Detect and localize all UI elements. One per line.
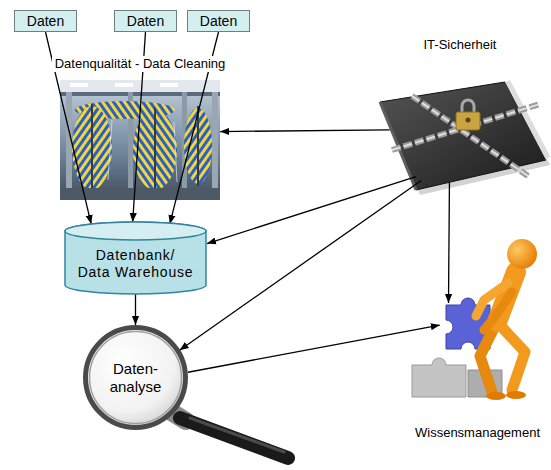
picture-caption: Wissensmanagement xyxy=(412,425,543,441)
locked-folder-picture xyxy=(380,82,546,190)
knowledge-puzzle-figure xyxy=(486,392,506,400)
locked-folder-picture xyxy=(412,96,528,176)
locked-folder-picture xyxy=(466,118,471,123)
picture-caption: IT-Sicherheit xyxy=(421,37,500,53)
car-wash-photo xyxy=(160,83,178,87)
magnifier-handle xyxy=(190,418,284,452)
cylinder-body xyxy=(65,222,206,294)
car-wash-photo xyxy=(70,83,88,87)
arrow-connector xyxy=(180,181,422,351)
database-cylinder: Datenbank/ Data Warehouse xyxy=(64,222,207,294)
locked-folder-picture xyxy=(392,104,540,150)
security-picture: IT-Sicherheit xyxy=(372,70,548,200)
arrow-connector xyxy=(207,177,416,244)
arrow-connector xyxy=(220,130,390,132)
magnifier-handle xyxy=(168,410,288,458)
locked-folder-picture xyxy=(412,96,528,176)
lens-inner-ring xyxy=(90,332,182,424)
car-wash-photo xyxy=(60,80,220,92)
car-wash-photo xyxy=(174,122,177,182)
box-label: Daten xyxy=(27,13,64,30)
car-wash-photo xyxy=(108,120,112,180)
lens-label: Daten- analyse xyxy=(107,360,165,396)
picture-caption: Datenqualität - Data Cleaning xyxy=(52,56,229,72)
data-source-box: Daten xyxy=(187,10,250,32)
car-wash-photo xyxy=(60,80,220,200)
lens-ring xyxy=(86,328,186,428)
locked-folder-picture xyxy=(456,112,480,130)
car-wash-photo xyxy=(91,104,93,192)
knowledge-picture: Wissensmanagement xyxy=(405,235,550,405)
knowledge-puzzle-figure xyxy=(484,292,512,330)
box-label: Daten xyxy=(200,13,237,30)
knowledge-puzzle-figure xyxy=(497,322,525,390)
car-wash-photo xyxy=(212,92,218,192)
knowledge-puzzle-figure xyxy=(412,358,466,397)
knowledge-puzzle-figure xyxy=(506,391,526,399)
knowledge-puzzle-figure xyxy=(507,239,537,269)
box-label: Daten xyxy=(127,13,164,30)
arrow-connector xyxy=(135,294,136,325)
locked-folder-picture xyxy=(392,104,540,150)
arrow-connector xyxy=(448,182,450,303)
locked-folder-picture xyxy=(505,80,550,160)
data-source-box: Daten xyxy=(114,10,177,32)
car-wash-photo xyxy=(115,83,133,87)
data-source-box: Daten xyxy=(14,10,77,32)
knowledge-puzzle-figure xyxy=(412,239,537,400)
locked-folder-picture xyxy=(462,100,474,113)
car-wash-photo xyxy=(60,92,220,96)
locked-folder-picture xyxy=(380,80,550,195)
magnifier-lens: Daten- analyse xyxy=(83,325,188,430)
magnifier-handle xyxy=(180,418,288,458)
car-wash-photo xyxy=(60,80,220,200)
data-cleaning-picture: Datenqualität - Data Cleaning xyxy=(60,80,220,200)
arrow-connector xyxy=(188,325,440,372)
car-wash-photo xyxy=(154,108,156,192)
cylinder-label: Datenbank/ Data Warehouse xyxy=(77,247,193,281)
cylinder-top xyxy=(65,222,206,240)
